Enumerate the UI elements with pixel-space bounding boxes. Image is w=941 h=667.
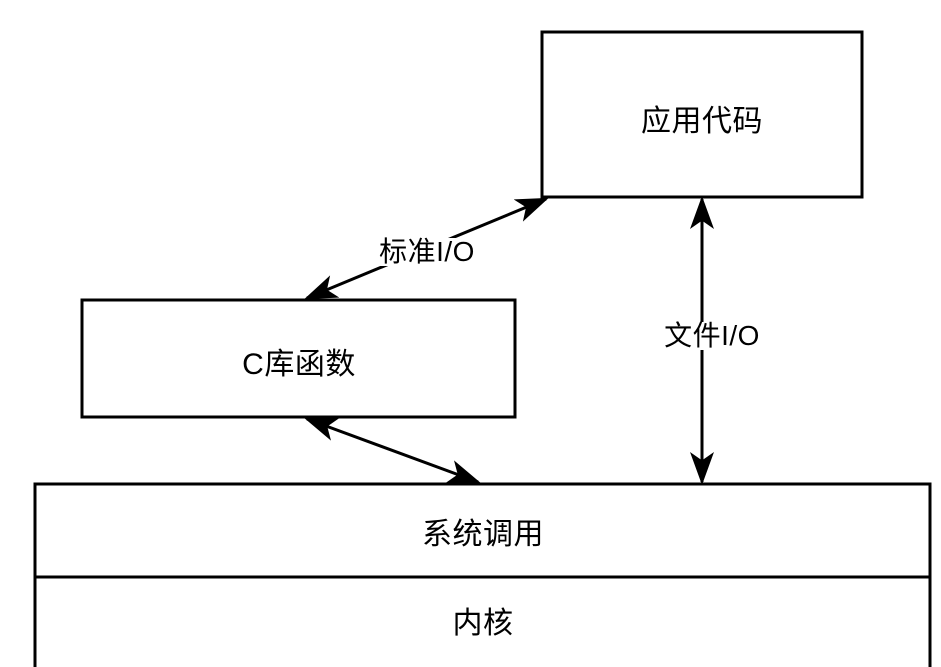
node-label-app-code: 应用代码 xyxy=(641,105,763,138)
node-box-kernel xyxy=(33,575,932,667)
edge-label-standard-io: 标准I/O xyxy=(377,236,477,267)
edge-label-file-io: 文件I/O xyxy=(662,320,762,351)
node-box-c-library xyxy=(80,298,517,419)
node-label-kernel: 内核 xyxy=(452,607,514,640)
node-label-c-library: C库函数 xyxy=(242,348,356,381)
edge-library-syscall-line xyxy=(304,417,481,484)
node-box-app-code xyxy=(540,30,864,199)
node-box-syscall xyxy=(33,482,932,579)
node-label-syscall: 系统调用 xyxy=(422,518,544,551)
